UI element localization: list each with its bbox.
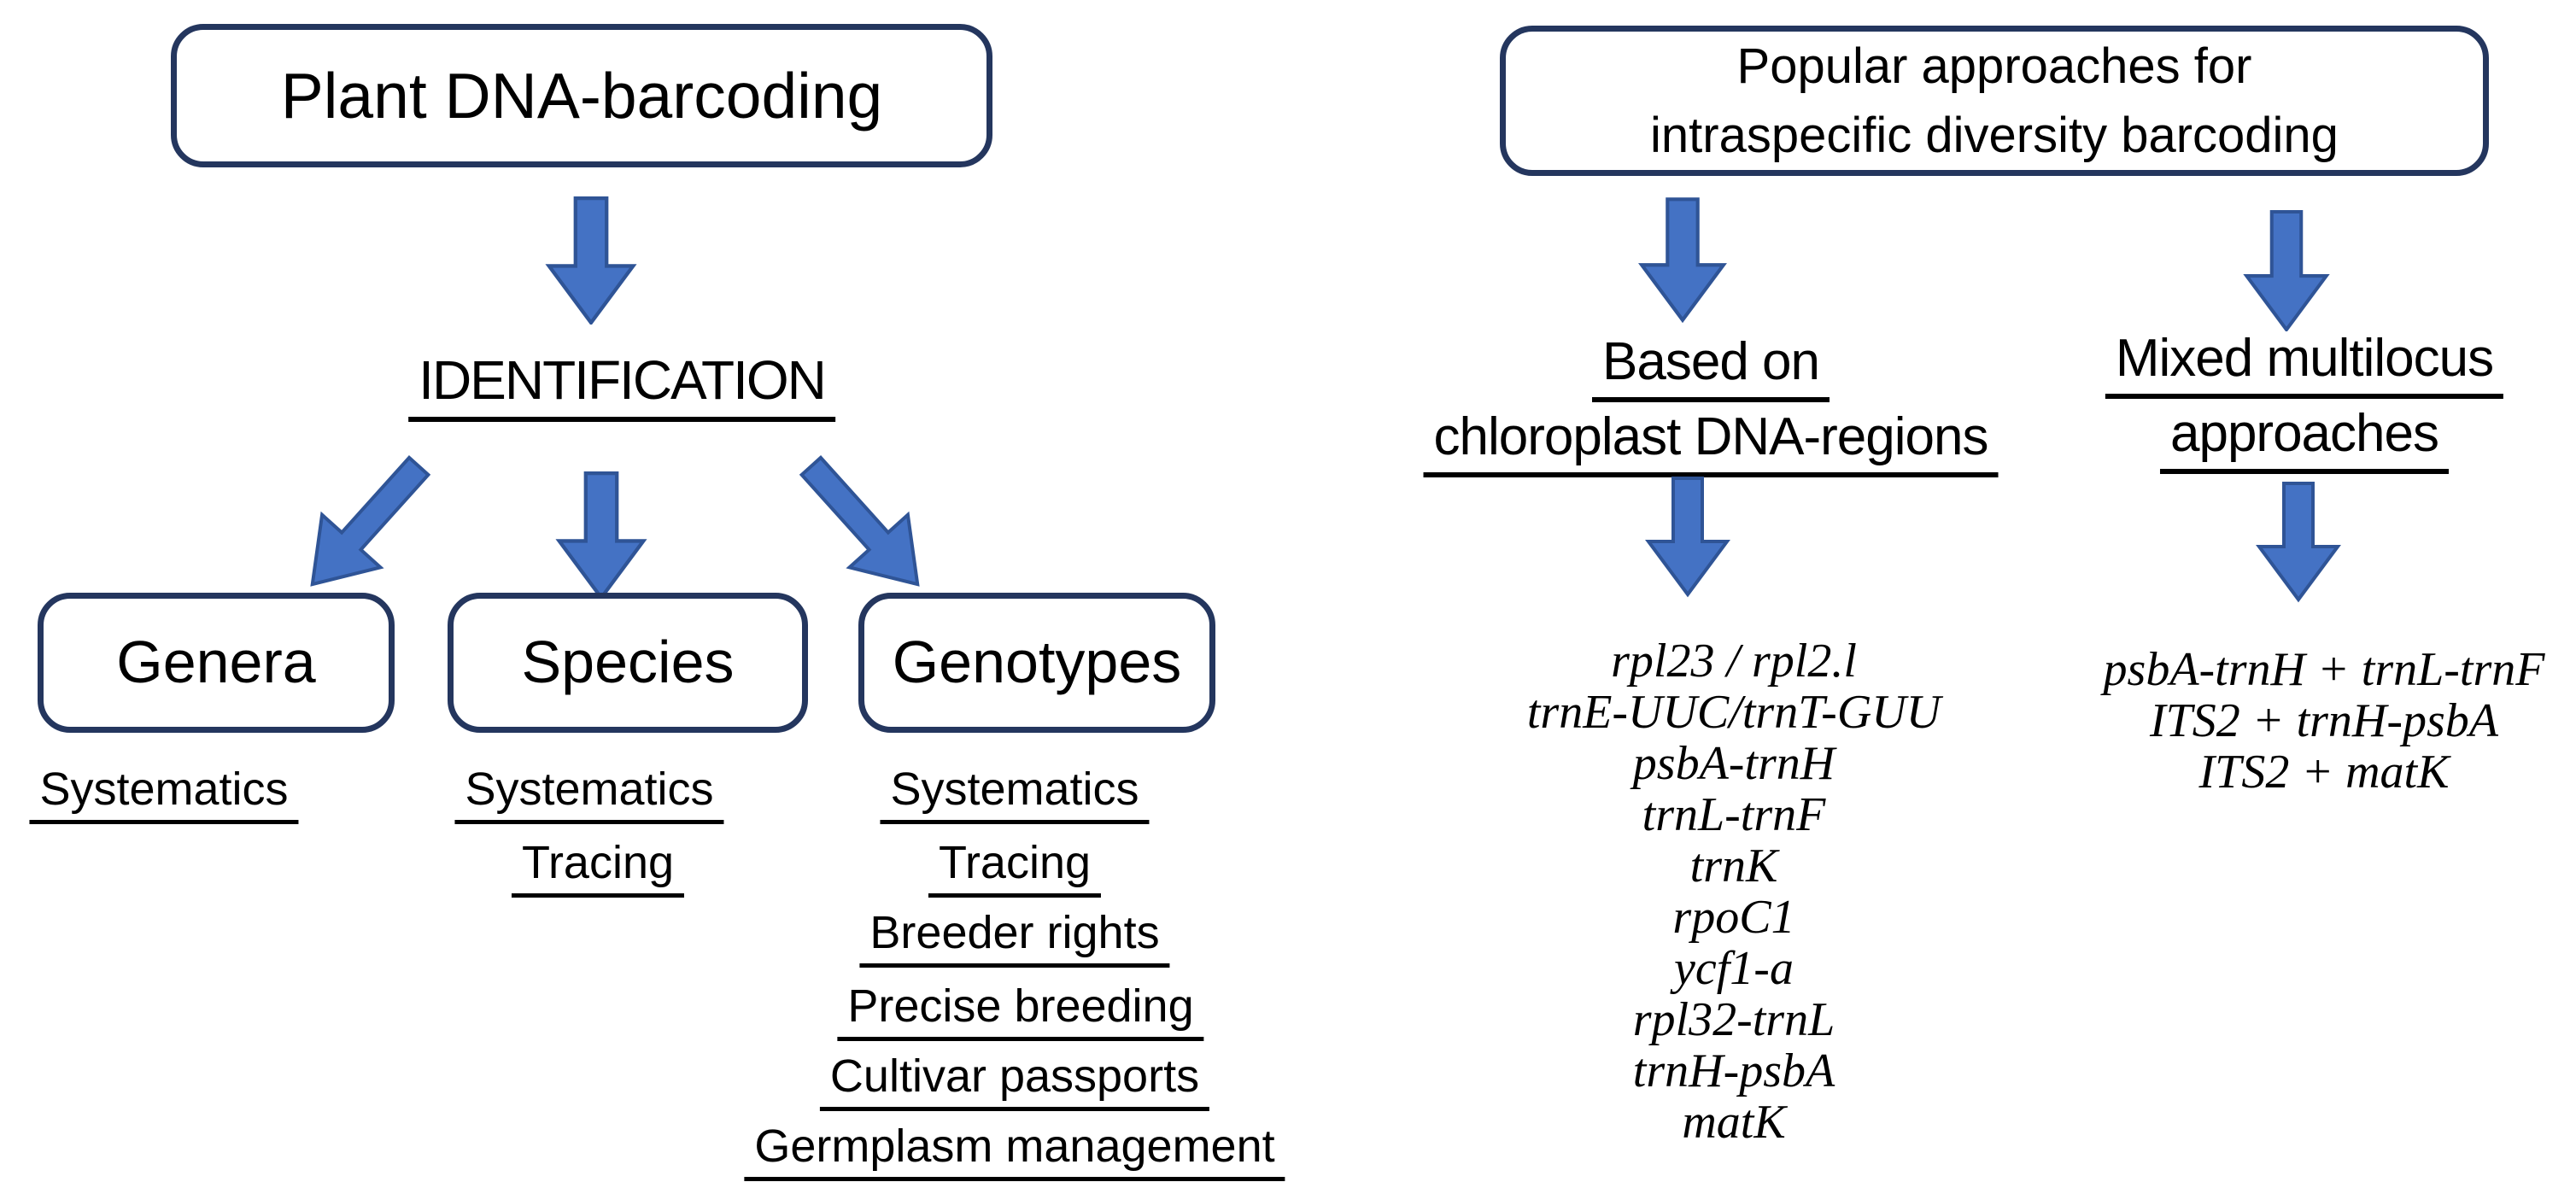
genotypes-item-germplasm-management: Germplasm management: [744, 1120, 1285, 1181]
gene-list-item: rpoC1: [1672, 891, 1795, 944]
arrow-down-icon: [1645, 477, 1730, 598]
gene-list-item: ITS2 + trnH-psbA: [2149, 694, 2499, 747]
node-popular-approaches-label: Popular approaches for intraspecific div…: [1650, 32, 2339, 170]
node-popular-approaches: Popular approaches for intraspecific div…: [1500, 26, 2489, 176]
node-genotypes: Genotypes: [858, 593, 1215, 733]
species-item-tracing: Tracing: [511, 836, 685, 898]
node-species-label: Species: [521, 629, 735, 696]
gene-list-item: psbA-trnH + trnL-trnF: [2103, 643, 2545, 696]
gene-list-item: ITS2 + matK: [2198, 746, 2450, 799]
arrow-down-icon: [545, 196, 637, 325]
heading-chloroplast-line1: Based on: [1592, 331, 1830, 402]
genera-item-systematics: Systematics: [29, 763, 299, 824]
node-genera-label: Genera: [116, 629, 316, 696]
arrow-down-right-icon: [799, 455, 920, 587]
genotypes-item-breeder-rights: Breeder rights: [859, 906, 1170, 968]
gene-list-item: rpl32-trnL: [1632, 993, 1835, 1046]
heading-chloroplast-line2: chloroplast DNA-regions: [1423, 407, 1999, 477]
popular-approaches-line2: intraspecific diversity barcoding: [1650, 108, 2339, 163]
node-genotypes-label: Genotypes: [892, 629, 1182, 696]
heading-multilocus-line2: approaches: [2159, 403, 2450, 474]
node-plant-dna-barcoding: Plant DNA-barcoding: [171, 24, 992, 167]
arrow-down-icon: [2243, 210, 2330, 331]
genotypes-item-precise-breeding: Precise breeding: [837, 980, 1204, 1041]
heading-multilocus-line1: Mixed multilocus: [2105, 328, 2504, 399]
gene-list-item: trnL-trnF: [1642, 788, 1826, 841]
genotypes-item-tracing: Tracing: [928, 836, 1102, 898]
identification-heading: IDENTIFICATION: [408, 348, 835, 422]
popular-approaches-line1: Popular approaches for: [1736, 38, 2252, 94]
gene-list-item: rpl23 / rpl2.l: [1611, 635, 1857, 688]
genotypes-item-cultivar-passports: Cultivar passports: [819, 1050, 1210, 1111]
arrow-down-icon: [2256, 482, 2341, 603]
gene-list-item: trnK: [1689, 840, 1778, 892]
arrow-down-left-icon: [310, 455, 431, 587]
genotypes-item-systematics: Systematics: [880, 763, 1150, 824]
node-plant-dna-barcoding-label: Plant DNA-barcoding: [280, 60, 883, 132]
arrow-down-icon: [555, 471, 647, 600]
species-item-systematics: Systematics: [454, 763, 724, 824]
gene-list-item: psbA-trnH: [1632, 737, 1835, 790]
node-genera: Genera: [38, 593, 395, 733]
gene-list-item: trnH-psbA: [1632, 1044, 1835, 1097]
gene-list-item: ycf1-a: [1674, 942, 1794, 995]
gene-list-item: matK: [1682, 1096, 1786, 1149]
arrow-down-icon: [1638, 197, 1727, 323]
identification-heading-text: IDENTIFICATION: [408, 348, 835, 422]
gene-list-item: trnE-UUC/trnT-GUU: [1526, 686, 1941, 739]
node-species: Species: [448, 593, 808, 733]
